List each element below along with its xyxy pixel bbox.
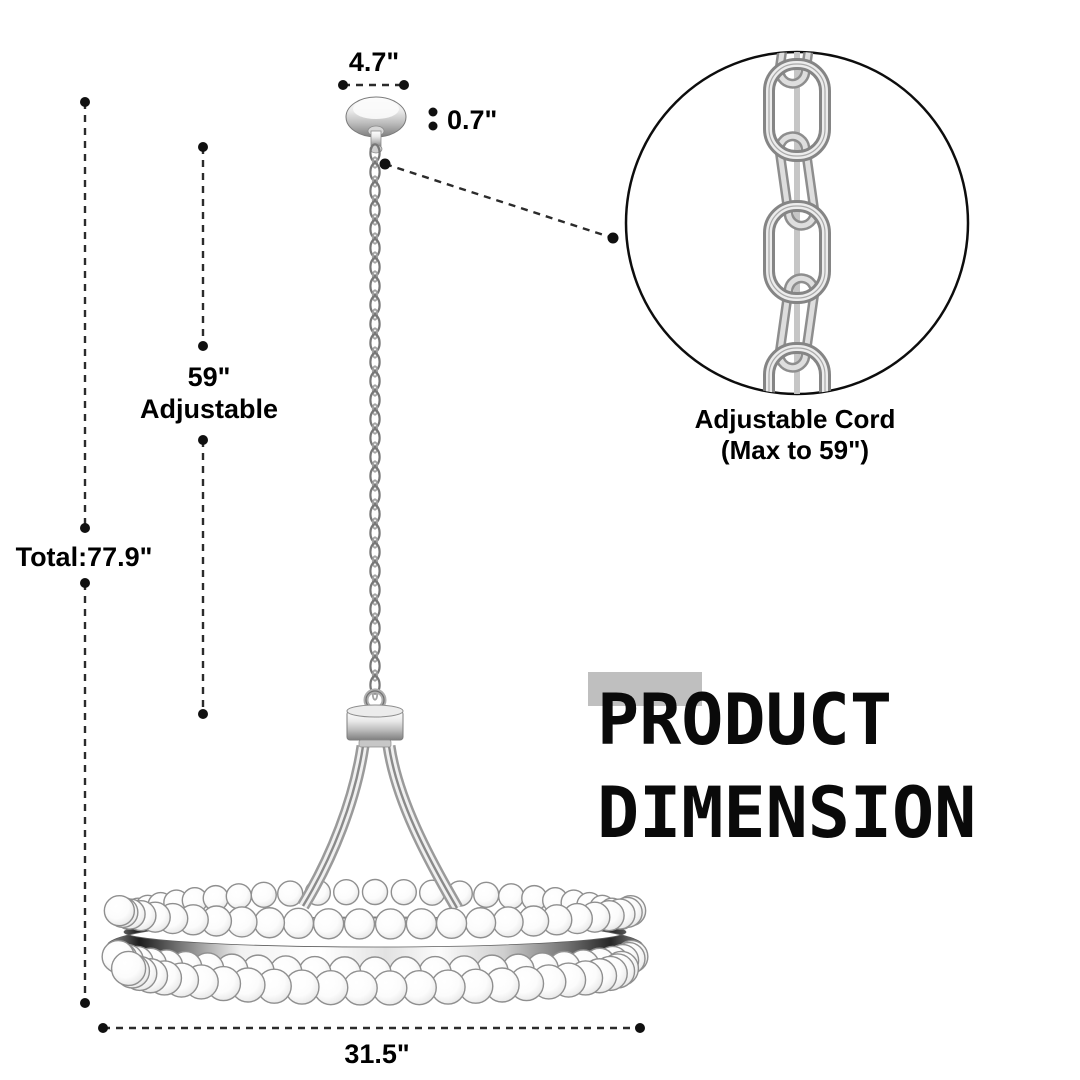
chain-links-closeup bbox=[763, 52, 831, 394]
inset-caption-line1: Adjustable Cord bbox=[694, 404, 896, 434]
chain-detail-inset bbox=[624, 50, 970, 396]
chandelier-arms bbox=[297, 745, 463, 912]
hanging-chain bbox=[369, 143, 381, 701]
cord-length-note: Adjustable bbox=[139, 394, 279, 424]
title-highlight-bar bbox=[588, 672, 702, 706]
total-height-label: Total:77.9" bbox=[15, 542, 153, 572]
canopy-height-label: 0.7" bbox=[447, 105, 498, 135]
ring-diameter-label: 31.5" bbox=[344, 1039, 410, 1069]
dimension-lines bbox=[83, 83, 640, 1030]
canopy-width-label: 4.7" bbox=[348, 47, 400, 77]
cord-length-value: 59" bbox=[187, 362, 231, 392]
page-title-line2: DIMENSION bbox=[597, 772, 977, 854]
dimension-endpoint-dots bbox=[80, 80, 645, 1033]
ring-top-crystal-balls bbox=[103, 895, 647, 940]
leader-line-to-inset bbox=[384, 162, 614, 240]
inset-caption-line2: (Max to 59") bbox=[720, 435, 870, 465]
ring-bottom-crystal-balls-row2 bbox=[110, 950, 640, 1006]
page-title-line1: PRODUCT bbox=[597, 679, 893, 761]
chandelier-hub bbox=[346, 688, 404, 748]
inset-caption: Adjustable Cord (Max to 59") bbox=[645, 404, 945, 466]
cord-length-label: 59" Adjustable bbox=[129, 361, 289, 425]
